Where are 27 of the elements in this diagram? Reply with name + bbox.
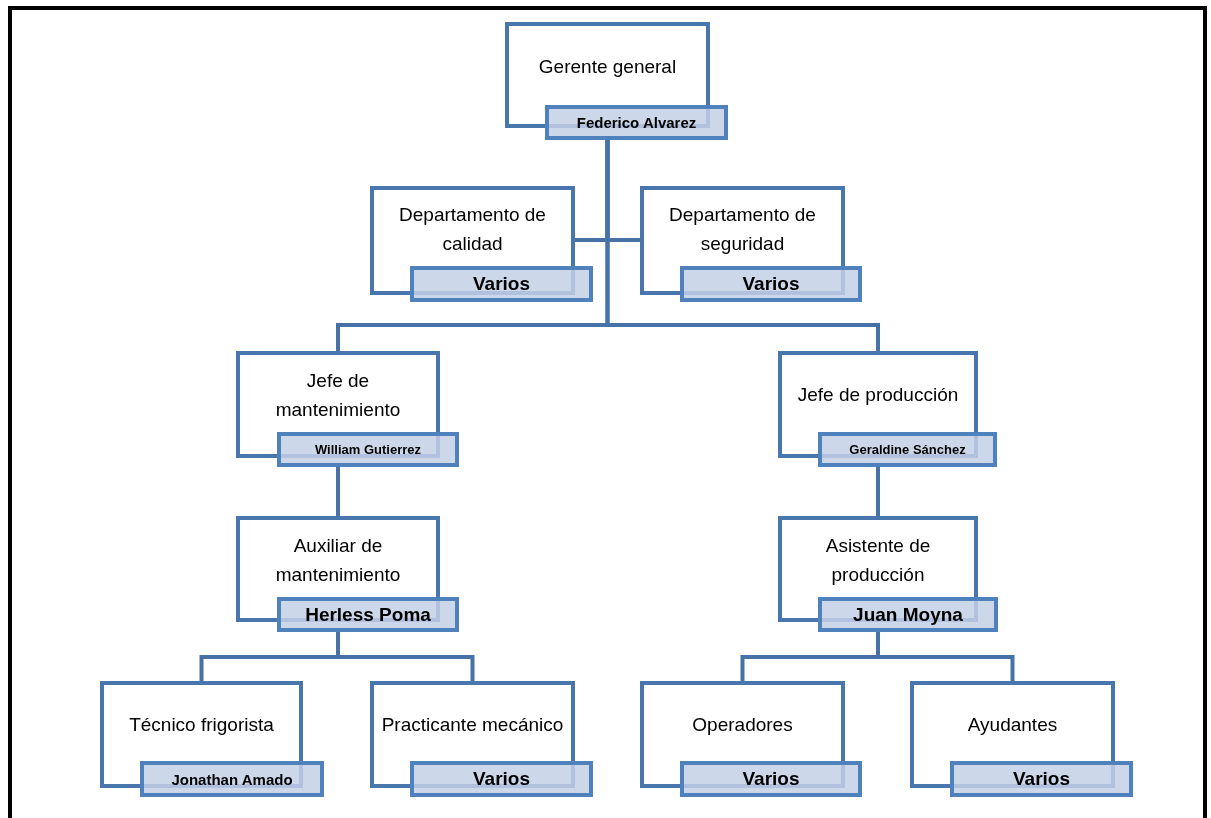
job-title: Practicante mecánico (380, 712, 565, 737)
person-name: Federico Alvarez (545, 105, 728, 140)
person-name: Varios (410, 266, 593, 302)
connector-line (605, 140, 880, 351)
person-name: Herless Poma (277, 597, 459, 632)
job-title: Departamento de calidad (398, 203, 547, 256)
connector-line (336, 632, 475, 681)
job-title: Jefe de mantenimiento (274, 368, 402, 422)
person-name: Varios (950, 761, 1133, 797)
job-title: Jefe de producción (796, 383, 960, 407)
person-name: Juan Moyna (818, 597, 998, 632)
person-name: Jonathan Amado (140, 761, 324, 797)
job-title: Asistente de producción (824, 533, 932, 587)
job-title: Gerente general (537, 55, 678, 79)
connector-line (876, 632, 1015, 681)
connector-line (876, 467, 880, 516)
job-title: Ayudantes (966, 712, 1059, 737)
job-title: Técnico frigorista (128, 712, 275, 737)
person-name: Varios (680, 761, 862, 797)
connector-line (336, 467, 340, 516)
job-title: Auxiliar de mantenimiento (274, 533, 402, 587)
person-name: Varios (410, 761, 593, 797)
job-title: Operadores (691, 712, 794, 737)
person-name: William Gutierrez (277, 432, 459, 467)
person-name: Geraldine Sánchez (818, 432, 997, 467)
job-title: Departamento de seguridad (668, 203, 817, 256)
person-name: Varios (680, 266, 862, 302)
